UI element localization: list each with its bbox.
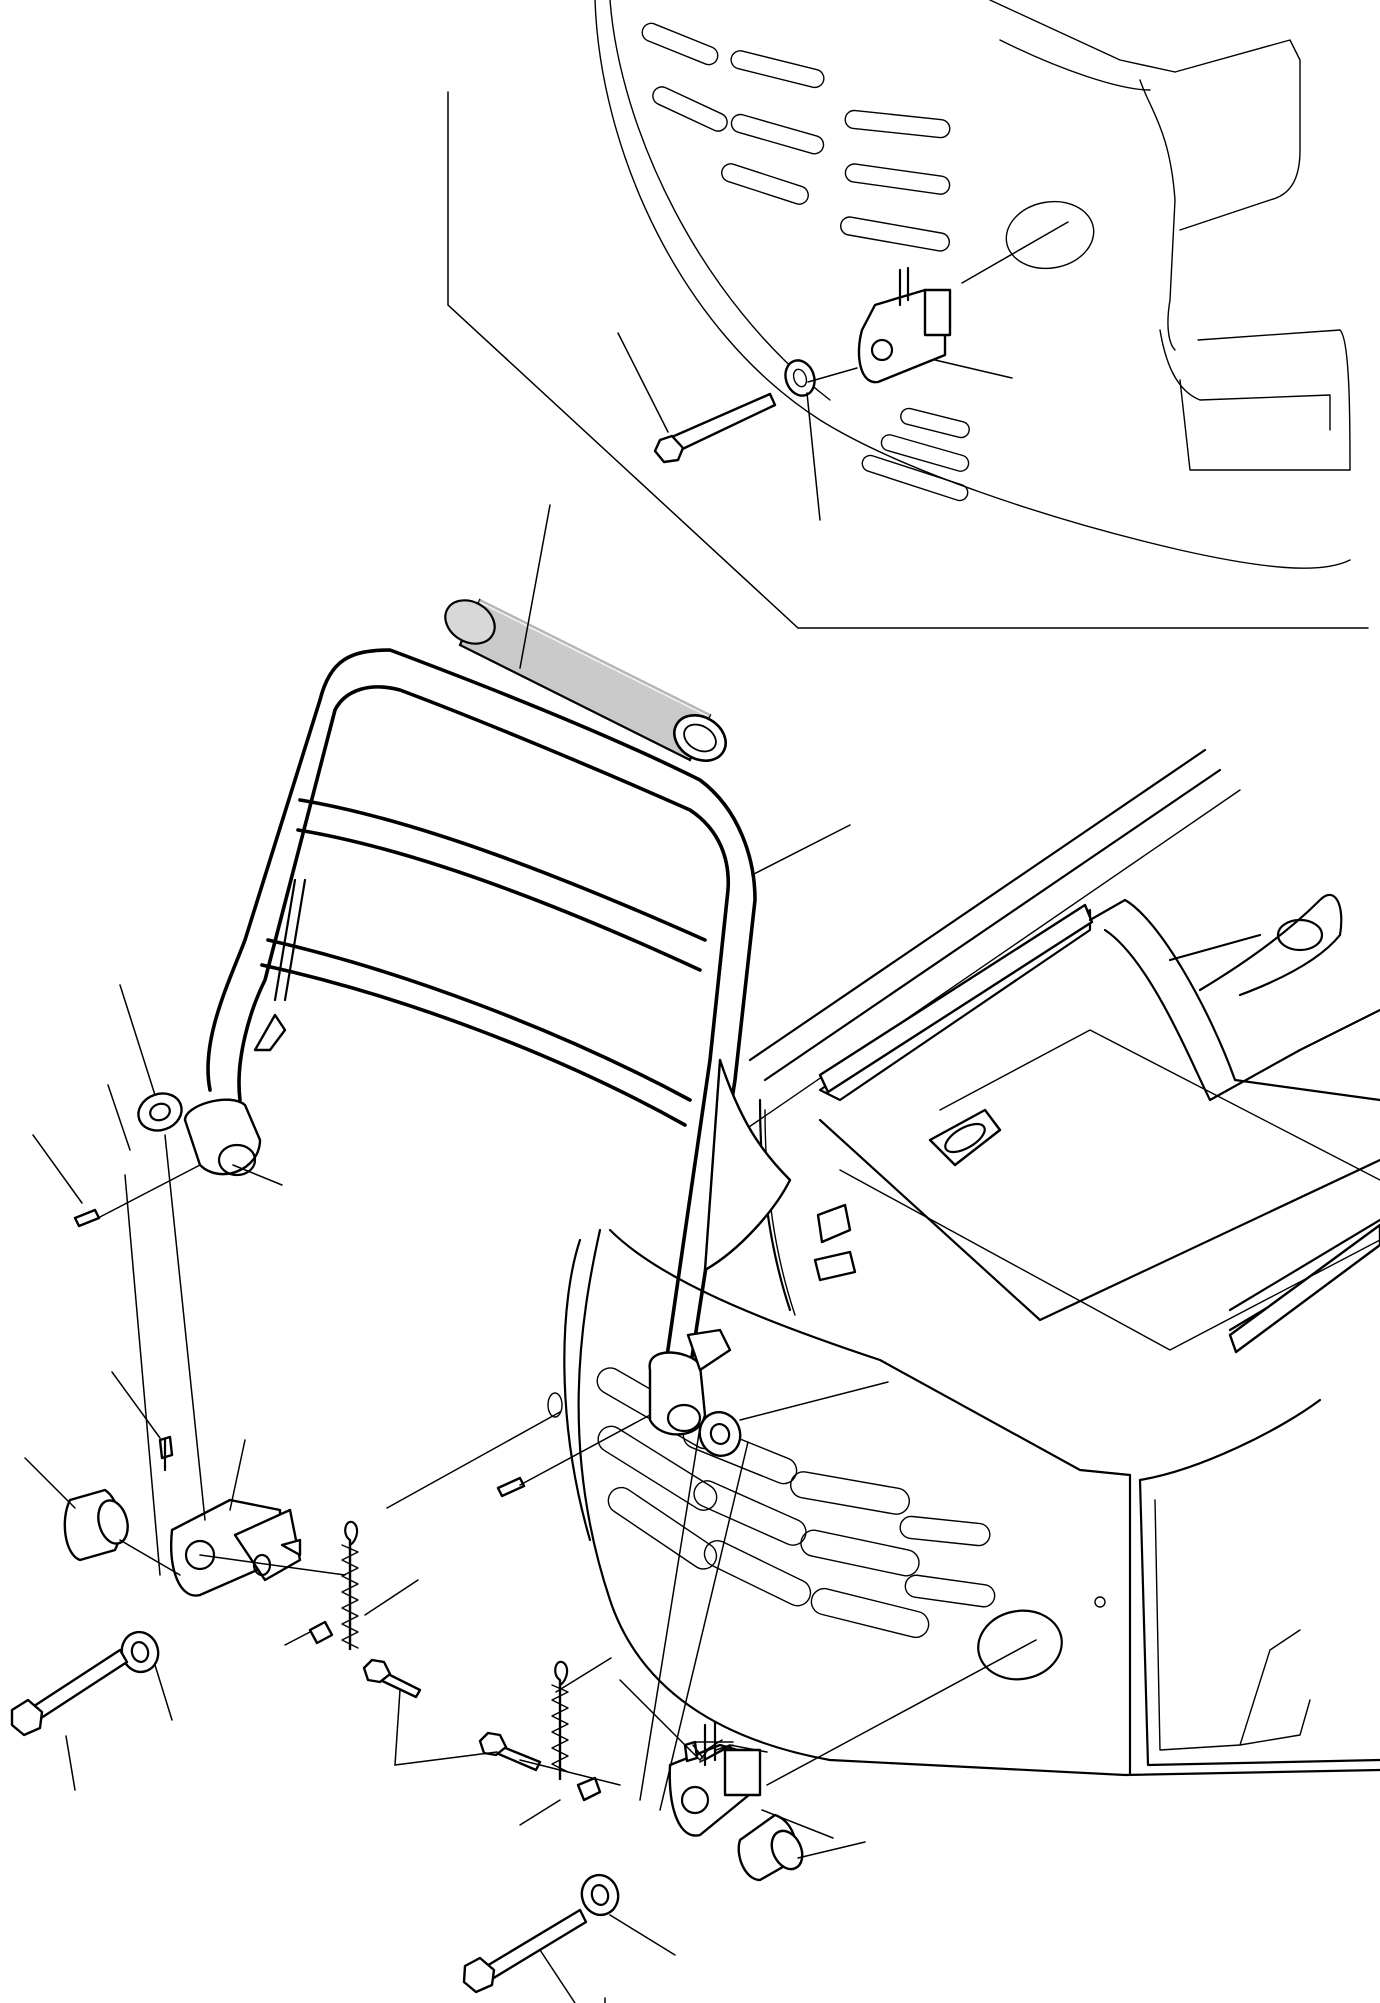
inset-washer (784, 359, 816, 397)
right-upper-washer (698, 1411, 742, 1457)
inset-frame (447, 91, 1369, 629)
inset-grille-slots (641, 22, 970, 502)
left-nut (308, 1620, 334, 1645)
right-long-bolt (478, 1908, 588, 1984)
left-roll-pin (73, 1208, 101, 1228)
inset-bolt (653, 392, 777, 464)
cab-lamp (977, 1609, 1063, 1681)
right-hinge-assembly (462, 1411, 804, 1994)
inset-lamp (1005, 200, 1095, 270)
right-lower-washer (580, 1873, 620, 1917)
left-mid-roll-pin (496, 1476, 526, 1498)
inset-cab-body (594, 0, 1351, 569)
leader-lines (24, 504, 1037, 2003)
inset-hinge-bracket (857, 266, 952, 384)
cab-body (547, 1228, 1380, 1777)
right-nut (576, 1776, 602, 1802)
left-hinge-assembly (10, 1092, 526, 1737)
left-upper-washer (137, 1092, 183, 1132)
machine-frame (729, 748, 1380, 1354)
grip-tube (444, 597, 727, 762)
detail-inset (447, 0, 1369, 629)
roll-bar-guard (183, 648, 792, 1436)
